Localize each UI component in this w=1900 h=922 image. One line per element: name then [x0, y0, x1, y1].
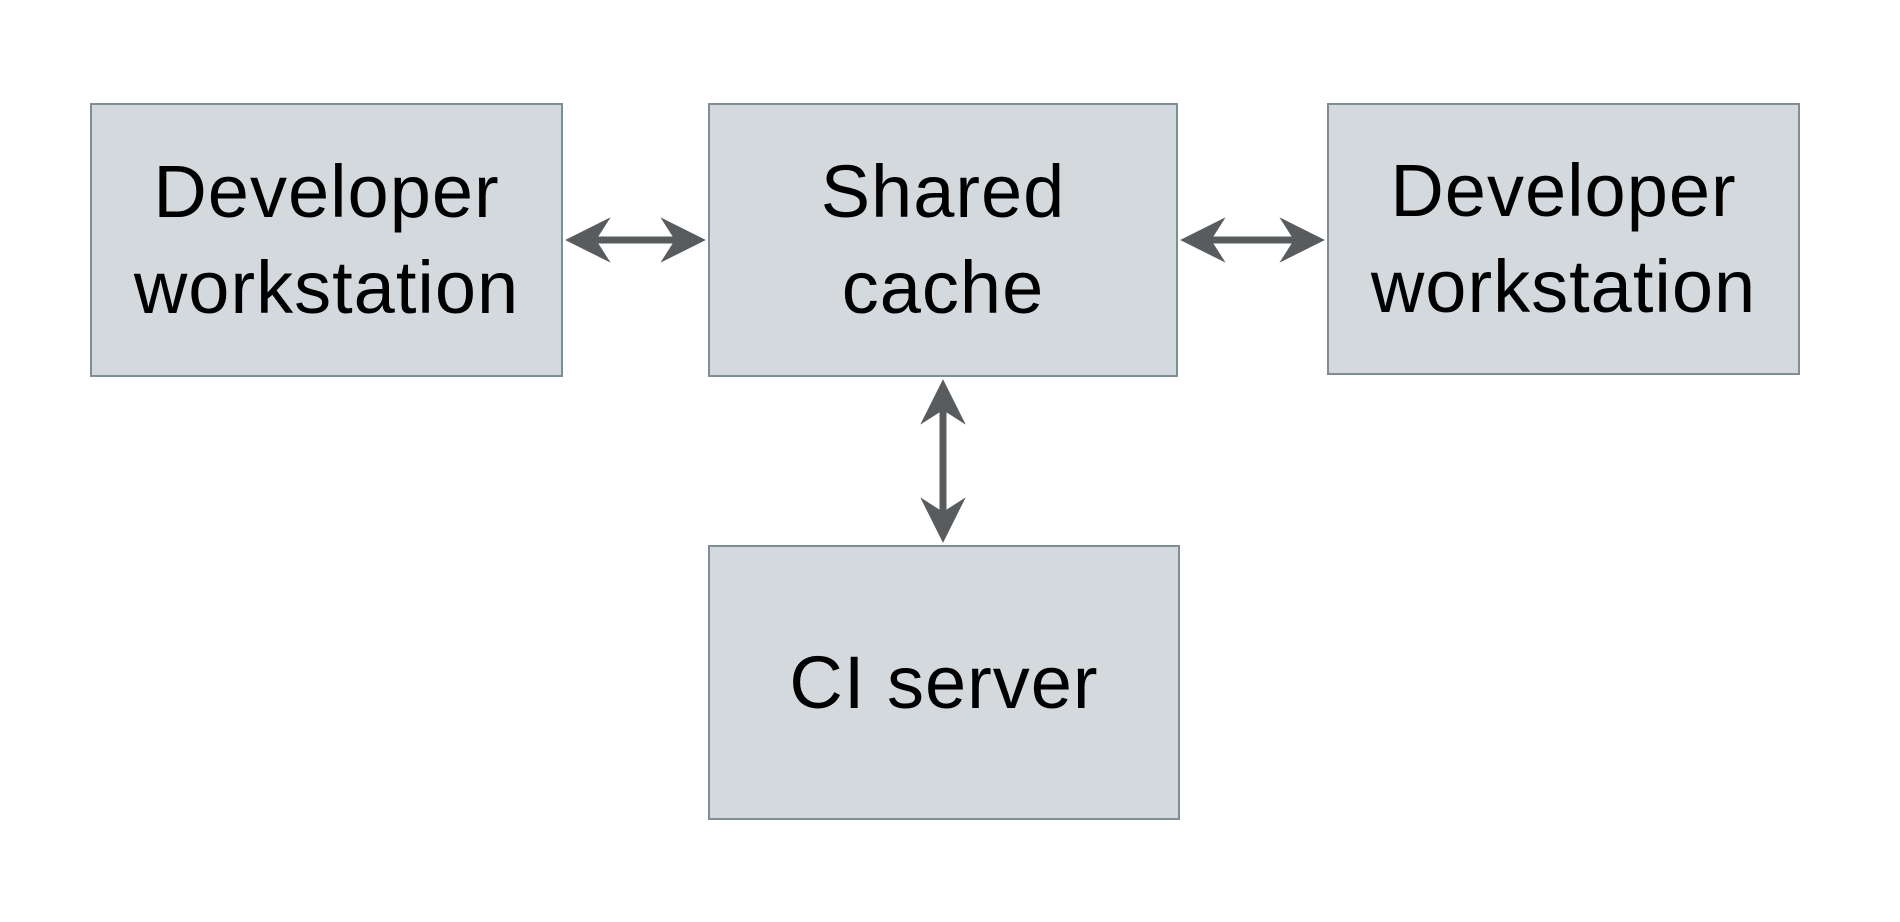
node-developer-workstation-left: Developer workstation [90, 103, 563, 377]
node-label-line: cache [841, 246, 1045, 329]
node-label-line: workstation [1370, 245, 1757, 328]
node-label-line: workstation [133, 246, 520, 329]
node-ci-server: CI server [708, 545, 1180, 820]
node-label-line: Developer [1390, 149, 1737, 232]
node-label-line: Shared [820, 150, 1066, 233]
node-shared-cache: Shared cache [708, 103, 1178, 377]
node-developer-workstation-right: Developer workstation [1327, 103, 1800, 375]
node-label-line: CI server [789, 640, 1099, 724]
node-label-line: Developer [153, 150, 500, 233]
